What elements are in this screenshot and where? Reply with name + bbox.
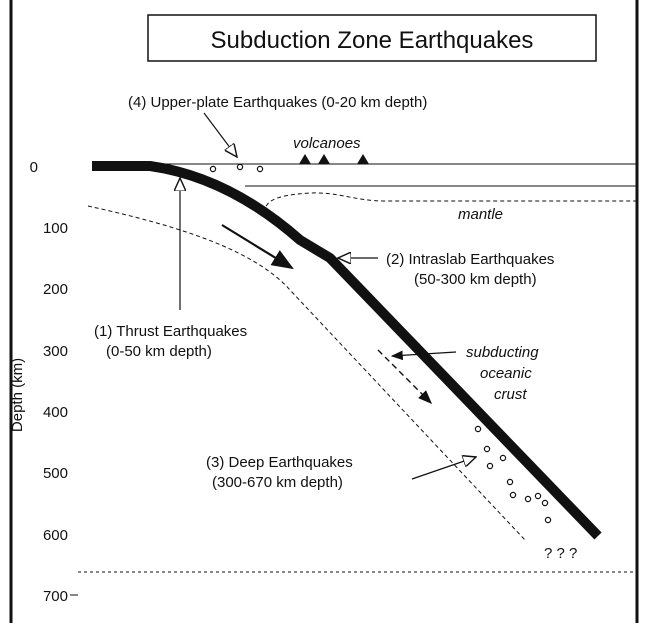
earthquake-circle-icon [499, 454, 507, 462]
volcanoes-label: volcanoes [293, 135, 361, 152]
slab-lower-boundary [87, 205, 526, 541]
deep-quakes [474, 425, 552, 524]
crust-pointer-arrow [390, 350, 457, 361]
tick-400: 400 [43, 404, 68, 421]
depth-axis-label: Depth (km) [9, 358, 26, 432]
earthquake-circle-icon [209, 165, 217, 173]
earthquake-circle-icon [256, 165, 264, 173]
thrust-label-line2: (0-50 km depth) [106, 343, 212, 360]
volcanoes [299, 154, 369, 164]
earthquake-circle-icon [236, 163, 244, 171]
unknown-depth-marks: ? ? ? [544, 545, 577, 562]
volcano-triangle-icon [357, 154, 369, 164]
earthquake-circle-icon [506, 478, 514, 486]
upper-plate-arrow [203, 112, 237, 157]
earthquake-circle-icon [486, 462, 494, 470]
upper-plate-quakes [209, 163, 264, 173]
crust-label-line2: oceanic [480, 365, 532, 382]
crust-motion-arrow [377, 349, 432, 404]
deep-label-line2: (300-670 km depth) [212, 474, 343, 491]
earthquake-circle-icon [534, 492, 542, 500]
intraslab-label-line2: (50-300 km depth) [414, 271, 537, 288]
diagram-title: Subduction Zone Earthquakes [211, 27, 534, 54]
volcano-triangle-icon [299, 154, 311, 164]
subducting-slab [92, 161, 602, 540]
title-box [147, 14, 597, 62]
tick-100: 100 [43, 220, 68, 237]
tick-600: 600 [43, 527, 68, 544]
crust-label-line1: subducting [466, 344, 539, 361]
earthquake-circle-icon [509, 491, 517, 499]
earthquake-circle-icon [474, 425, 482, 433]
tick-300: 300 [43, 343, 68, 360]
tick-200: 200 [43, 281, 68, 298]
tick-700: 700 [43, 588, 68, 605]
crust-label-line3: crust [494, 386, 527, 403]
earthquake-circle-icon [544, 516, 552, 524]
deep-arrow [411, 457, 476, 480]
earthquake-circle-icon [524, 495, 532, 503]
tick-0: 0 [30, 159, 38, 176]
thrust-label-line1: (1) Thrust Earthquakes [94, 323, 247, 340]
tick-500: 500 [43, 465, 68, 482]
intraslab-label-line1: (2) Intraslab Earthquakes [386, 251, 554, 268]
deep-label-line1: (3) Deep Earthquakes [206, 454, 353, 471]
upper-plate-label: (4) Upper-plate Earthquakes (0-20 km dep… [128, 94, 427, 111]
earthquake-circle-icon [541, 499, 549, 507]
earthquake-circle-icon [483, 445, 491, 453]
mantle-label: mantle [458, 206, 503, 223]
depth-axis-ticks: 0 100 200 300 400 500 600 700 [30, 159, 78, 605]
volcano-triangle-icon [318, 154, 330, 164]
mantle-boundary [264, 192, 637, 214]
plate-motion-arrow [221, 224, 294, 270]
